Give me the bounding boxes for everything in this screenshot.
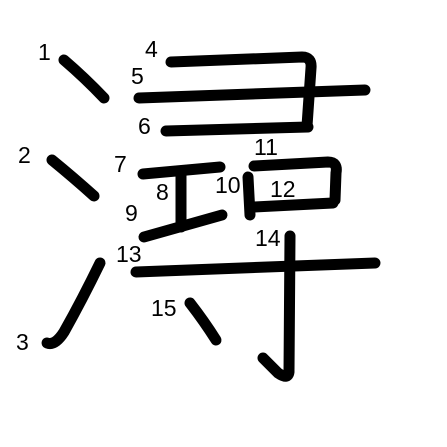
stroke-number-3: 3 <box>16 329 29 355</box>
stroke-number-5: 5 <box>131 63 144 89</box>
stroke-6-horizontal <box>160 121 314 137</box>
stroke-number-14: 14 <box>255 225 281 251</box>
stroke-number-9: 9 <box>125 200 138 226</box>
stroke-number-2: 2 <box>18 142 31 168</box>
stroke-4-horizontal <box>165 51 317 132</box>
stroke-1-dot <box>58 54 110 104</box>
character-strokes <box>41 51 381 382</box>
stroke-number-8: 8 <box>156 179 169 205</box>
stroke-number-11: 11 <box>254 134 278 160</box>
stroke-14-vertical-hook <box>257 230 296 382</box>
stroke-number-1: 1 <box>38 39 51 65</box>
stroke-number-10: 10 <box>215 172 241 198</box>
stroke-12-horizontal <box>248 197 339 213</box>
stroke-13-horizontal <box>130 257 381 278</box>
stroke-number-15: 15 <box>151 295 177 321</box>
stroke-number-4: 4 <box>145 36 158 62</box>
stroke-number-13: 13 <box>116 241 142 267</box>
stroke-5-horizontal <box>133 84 371 104</box>
stroke-number-6: 6 <box>138 113 151 139</box>
stroke-number-labels: 1 2 3 4 5 6 7 8 9 10 11 12 13 14 15 <box>16 36 296 355</box>
stroke-11-horizontal-turn <box>248 156 342 206</box>
stroke-number-7: 7 <box>114 151 127 177</box>
stroke-3-rising <box>41 257 106 349</box>
stroke-2-dot <box>46 154 100 202</box>
stroke-number-12: 12 <box>270 176 296 202</box>
stroke-15-dot <box>184 297 222 346</box>
stroke-9-horizontal <box>138 209 228 243</box>
